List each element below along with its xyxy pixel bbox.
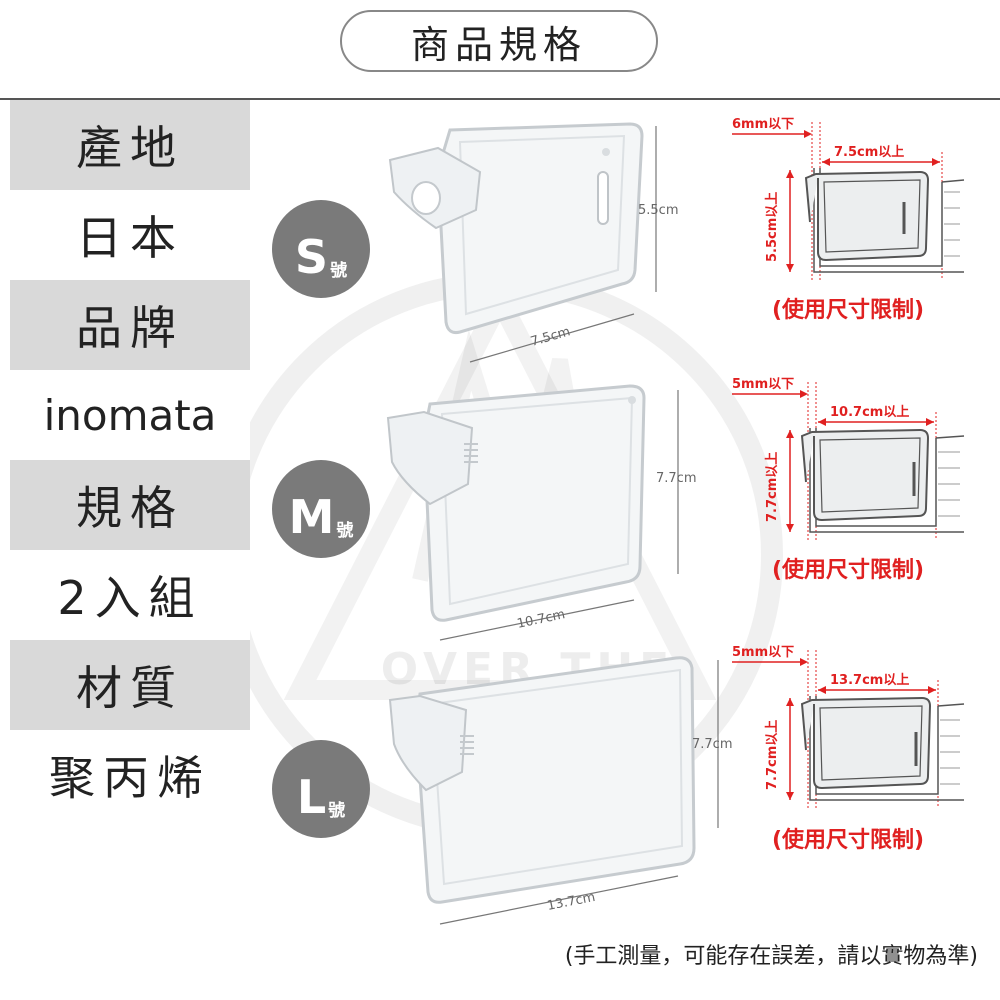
spec-table: 產地 日本 品牌 inomata 規格 2入組 材質 聚丙烯 — [10, 100, 250, 820]
spec-label-origin: 產地 — [10, 100, 250, 190]
size-letter: M — [288, 490, 335, 544]
size-suffix: 號 — [336, 521, 354, 541]
min-height-label: 5.5cm以上 — [765, 192, 780, 262]
usage-limit-note-l: (使用尺寸限制) — [772, 828, 925, 853]
fit-diagram-s: 6mm以下 7.5cm以上 5.5cm以上 — [732, 117, 965, 280]
spec-value-material: 聚丙烯 — [10, 730, 250, 820]
gap-label: 5mm以下 — [732, 645, 794, 660]
size-letter: L — [296, 770, 327, 824]
fit-diagram-l: 5mm以下 13.7cm以上 7.7cm以上 — [732, 645, 965, 808]
height-label: 5.5cm — [638, 203, 679, 218]
gap-label: 6mm以下 — [732, 117, 794, 132]
usage-limit-note-m: (使用尺寸限制) — [772, 558, 925, 583]
spec-label-size: 規格 — [10, 460, 250, 550]
measurement-disclaimer: (手工測量，可能存在誤差，請以實物為準) — [564, 944, 978, 969]
min-height-label: 7.7cm以上 — [765, 452, 780, 522]
gap-label: 5mm以下 — [732, 377, 794, 392]
product-image-m: 7.7cm 10.7cm — [386, 384, 697, 641]
spec-value-brand: inomata — [10, 370, 250, 460]
spec-label-material: 材質 — [10, 640, 250, 730]
min-width-label: 13.7cm以上 — [830, 673, 909, 688]
min-width-label: 7.5cm以上 — [834, 145, 904, 160]
fit-diagram-m: 5mm以下 10.7cm以上 7.7cm以上 — [732, 377, 965, 540]
width-label: 13.7cm — [546, 890, 597, 914]
spec-value-size: 2入組 — [10, 550, 250, 640]
height-label: 7.7cm — [692, 737, 733, 752]
size-suffix: 號 — [328, 801, 346, 821]
height-label: 7.7cm — [656, 471, 697, 486]
usage-limit-note-s: (使用尺寸限制) — [772, 298, 925, 323]
spec-value-origin: 日本 — [10, 190, 250, 280]
spec-label-brand: 品牌 — [10, 280, 250, 370]
page-title: 商品規格 — [340, 10, 658, 72]
product-image-s: 5.5cm 7.5cm — [388, 122, 679, 363]
min-width-label: 10.7cm以上 — [830, 405, 909, 420]
size-letter: S — [294, 230, 329, 284]
width-label: 7.5cm — [529, 324, 572, 350]
top-divider — [0, 98, 1000, 100]
min-height-label: 7.7cm以上 — [765, 720, 780, 790]
size-suffix: 號 — [330, 261, 348, 281]
product-image-l: 7.7cm 13.7cm — [388, 656, 733, 925]
width-label: 10.7cm — [516, 607, 567, 632]
